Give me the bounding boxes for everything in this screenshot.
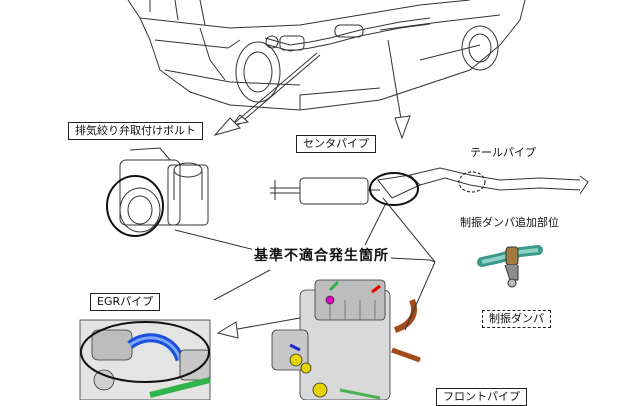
damper-label: 制振ダンパ (482, 310, 551, 328)
egr-arrow (216, 317, 301, 339)
van-drawing (127, 0, 526, 111)
egr-highlight-circle (80, 321, 210, 383)
egr-pipe-label: EGRパイプ (90, 293, 161, 311)
damper-drawing (477, 245, 543, 288)
egr-detail-drawing (79, 319, 211, 400)
center-pipe-drawing (270, 167, 589, 205)
van-exhaust (264, 17, 431, 52)
throttle-valve-drawing (119, 147, 209, 233)
exhaust-bolt-label: 排気絞り弁取付けボルト (68, 122, 203, 140)
tail-pipe-label: テールパイプ (470, 146, 536, 159)
bolt-highlight-circle (106, 175, 164, 237)
leader-arrows (213, 39, 411, 140)
front-pipe-label: フロントパイプ (436, 388, 527, 406)
damper-location-circle (458, 171, 486, 193)
nonconformity-label: 基準不適合発生箇所 (252, 245, 391, 265)
center-pipe-label: センタパイプ (296, 135, 376, 153)
center-pipe-circle (369, 172, 419, 206)
damper-added-label: 制振ダンパ追加部位 (460, 216, 559, 229)
engine-drawing (271, 279, 421, 400)
